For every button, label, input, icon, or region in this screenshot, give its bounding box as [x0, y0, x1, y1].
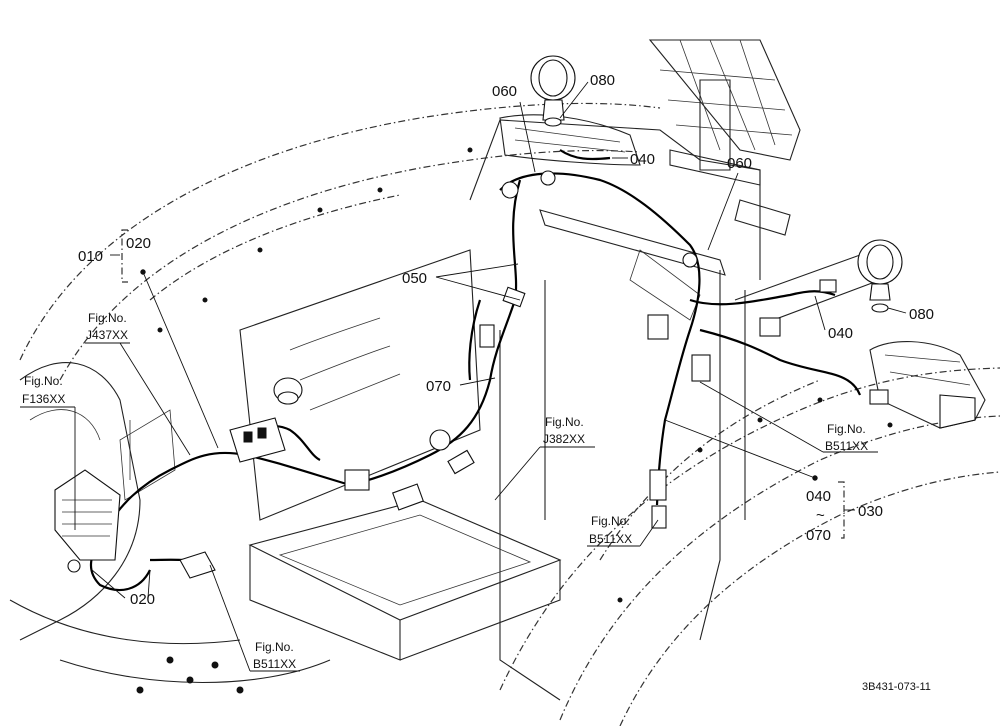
- callout-060-right: 060: [727, 155, 752, 172]
- fig-ref-j382: J382XX: [543, 432, 585, 446]
- fig-label-j437: Fig.No.: [88, 311, 127, 325]
- callout-020-bottom: 020: [130, 591, 155, 608]
- callout-040-top: 040: [630, 151, 655, 168]
- fig-label-j382: Fig.No.: [545, 415, 584, 429]
- tilde: ~: [816, 507, 825, 524]
- callout-060-left: 060: [492, 83, 517, 100]
- callout-050: 050: [402, 270, 427, 287]
- callout-040-group: 040: [806, 488, 831, 505]
- figure-references: Fig.No. J437XX Fig.No. F136XX Fig.No. J3…: [22, 311, 868, 671]
- fig-ref-b511-center: B511XX: [589, 532, 632, 546]
- leader-lines: [20, 81, 907, 672]
- fig-ref-b511-right: B511XX: [825, 439, 868, 453]
- drawing-code: 3B431-073-11: [862, 681, 931, 693]
- callout-070-left: 070: [426, 378, 451, 395]
- wiring-harness: [89, 149, 862, 592]
- fig-ref-f136: F136XX: [22, 392, 65, 406]
- fig-label-b511-center: Fig.No.: [591, 514, 630, 528]
- fig-label-b511-bottom: Fig.No.: [255, 640, 294, 654]
- work-light-top: [530, 55, 576, 127]
- callout-020-top: 020: [126, 235, 151, 252]
- callout-010: 010: [78, 248, 103, 265]
- fig-label-b511-right: Fig.No.: [827, 422, 866, 436]
- fig-ref-j437: J437XX: [86, 328, 128, 342]
- fig-ref-b511-bottom: B511XX: [253, 657, 296, 671]
- fig-label-f136: Fig.No.: [24, 374, 63, 388]
- callout-080-right: 080: [909, 306, 934, 323]
- callout-030: 030: [858, 503, 883, 520]
- callout-080-top: 080: [590, 72, 615, 89]
- callout-070-group: 070: [806, 527, 831, 544]
- work-light-right: [857, 239, 903, 313]
- callout-040-right: 040: [828, 325, 853, 342]
- harness-components: [54, 170, 889, 579]
- callout-labels: 010 020 020 030 040 040 040 ~ 070 050 06…: [78, 72, 934, 608]
